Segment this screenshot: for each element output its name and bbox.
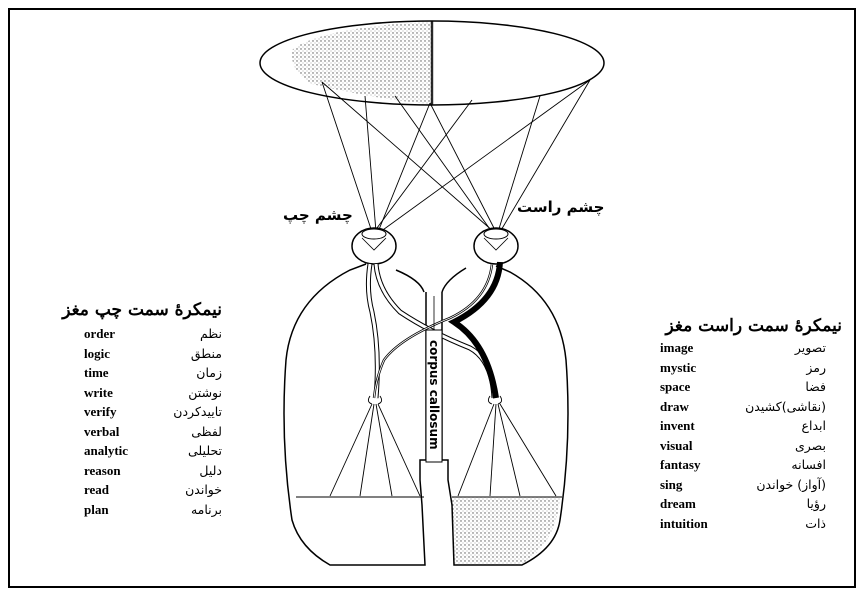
list-item: logic منطق [22, 346, 222, 366]
list-item: intuition ذات [602, 516, 842, 536]
term-en: visual [660, 438, 693, 454]
list-item: read خواندن [22, 482, 222, 502]
term-fa: دلیل [199, 463, 222, 478]
left-hemisphere-title: نیمکرهٔ سمت چپ مغز [62, 300, 222, 320]
term-en: plan [84, 502, 109, 518]
term-en: draw [660, 399, 689, 415]
term-en: dream [660, 496, 696, 512]
left-eye-label: چشم چپ [283, 206, 353, 224]
term-en: invent [660, 418, 695, 434]
term-fa: نوشتن [188, 385, 222, 400]
list-item: analytic تحلیلی [22, 443, 222, 463]
right-eye-label: چشم راست [517, 198, 604, 216]
list-item: draw (نقاشی)کشیدن [602, 399, 842, 419]
term-fa: تحلیلی [188, 443, 222, 458]
term-fa: ابداع [802, 418, 826, 433]
term-en: order [84, 326, 115, 342]
right-eye [474, 228, 518, 264]
list-item: sing (آواز) خواندن [602, 477, 842, 497]
term-fa: (نقاشی)کشیدن [745, 399, 826, 414]
term-en: time [84, 365, 109, 381]
term-fa: ذات [805, 516, 826, 531]
term-fa: فضا [805, 379, 826, 394]
list-item: order نظم [22, 326, 222, 346]
term-en: fantasy [660, 457, 700, 473]
corpus-callosum-label: corpus callosum [427, 340, 441, 450]
term-fa: (آواز) خواندن [756, 477, 826, 492]
term-en: read [84, 482, 109, 498]
term-en: analytic [84, 443, 128, 459]
list-item: verbal لفظی [22, 424, 222, 444]
list-item: visual بصری [602, 438, 842, 458]
list-item: space فضا [602, 379, 842, 399]
left-hemisphere-outline [284, 264, 426, 565]
term-en: intuition [660, 516, 708, 532]
list-item: invent ابداع [602, 418, 842, 438]
term-en: write [84, 385, 113, 401]
visual-field [260, 21, 604, 105]
list-item: fantasy افسانه [602, 457, 842, 477]
term-fa: لفظی [191, 424, 222, 439]
term-en: image [660, 340, 693, 356]
list-item: plan برنامه [22, 502, 222, 522]
list-item: write نوشتن [22, 385, 222, 405]
term-fa: زمان [196, 365, 222, 380]
term-fa: منطق [191, 346, 222, 361]
term-en: logic [84, 346, 110, 362]
list-item: dream رؤیا [602, 496, 842, 516]
term-en: space [660, 379, 690, 395]
term-fa: بصری [795, 438, 826, 453]
term-en: verify [84, 404, 116, 420]
term-fa: تاییدکردن [173, 404, 222, 419]
term-fa: رمز [806, 360, 826, 375]
term-fa: برنامه [191, 502, 222, 517]
term-fa: نظم [200, 326, 222, 341]
corpus-callosum: corpus callosum [426, 296, 442, 462]
term-fa: افسانه [791, 457, 826, 472]
term-fa: تصویر [795, 340, 826, 355]
left-eye [352, 228, 396, 264]
term-en: verbal [84, 424, 119, 440]
list-item: reason دلیل [22, 463, 222, 483]
list-item: time زمان [22, 365, 222, 385]
optic-radiations [330, 396, 556, 496]
term-fa: رؤیا [807, 496, 826, 511]
term-en: mystic [660, 360, 696, 376]
term-fa: خواندن [185, 482, 222, 497]
right-hemisphere-title: نیمکرهٔ سمت راست مغز [666, 316, 842, 336]
list-item: image تصویر [602, 340, 842, 360]
list-item: verify تاییدکردن [22, 404, 222, 424]
list-item: mystic رمز [602, 360, 842, 380]
term-en: reason [84, 463, 121, 479]
term-en: sing [660, 477, 682, 493]
